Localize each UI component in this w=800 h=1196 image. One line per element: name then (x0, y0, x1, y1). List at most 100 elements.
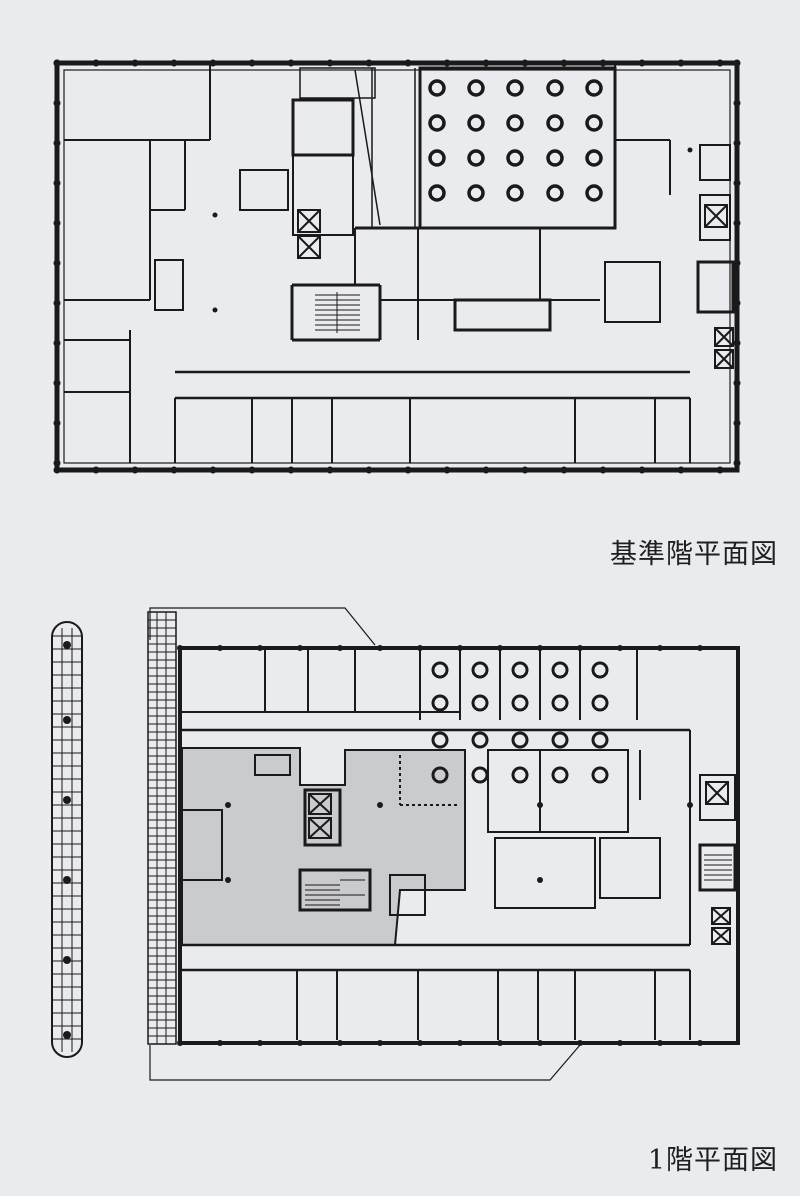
column-icon (677, 59, 685, 67)
column-icon (177, 645, 183, 651)
column-icon (733, 219, 741, 227)
round-table-icon (591, 661, 609, 679)
typical-south-offices (174, 398, 691, 463)
column-icon (170, 466, 178, 474)
round-table-icon (585, 79, 603, 97)
elevation-grid (52, 628, 82, 1052)
column-icon (733, 339, 741, 347)
column-icon (697, 1040, 703, 1046)
column-icon (733, 419, 741, 427)
round-table-icon (511, 731, 529, 749)
ground-east-rooms (487, 730, 737, 945)
typical-interior-columns (212, 147, 693, 313)
column-icon (443, 466, 451, 474)
column-icon (63, 876, 71, 884)
column-icon (326, 59, 334, 67)
column-icon (657, 1040, 663, 1046)
column-icon (482, 59, 490, 67)
column-icon (337, 645, 343, 651)
column-icon (326, 466, 334, 474)
round-table-icon (471, 661, 489, 679)
column-icon (297, 1040, 303, 1046)
column-icon (297, 645, 303, 651)
round-table-icon (467, 114, 485, 132)
round-table-icon (428, 79, 446, 97)
round-table-icon (428, 149, 446, 167)
column-icon (287, 466, 295, 474)
round-table-icon (511, 661, 529, 679)
column-icon (337, 1040, 343, 1046)
column-icon (217, 645, 223, 651)
typical-stair (315, 292, 360, 333)
column-icon (457, 1040, 463, 1046)
column-icon (537, 1040, 543, 1046)
column-icon (599, 466, 607, 474)
typical-banquet-hall (355, 66, 617, 230)
column-icon (377, 1040, 383, 1046)
ground-facade-columns (177, 645, 703, 1046)
round-table-icon (506, 184, 524, 202)
typical-floor-plan (53, 59, 741, 474)
column-icon (53, 99, 61, 107)
column-icon (733, 59, 741, 67)
round-table-icon (431, 731, 449, 749)
round-table-icon (471, 766, 489, 784)
round-table-icon (428, 114, 446, 132)
column-icon (53, 459, 61, 467)
column-icon (131, 59, 139, 67)
column-icon (716, 466, 724, 474)
column-icon (617, 1040, 623, 1046)
column-icon (617, 645, 623, 651)
ground-entrance-vestibule (181, 809, 223, 881)
round-table-icon (431, 766, 449, 784)
typical-east-wing (604, 63, 735, 369)
column-icon (417, 645, 423, 651)
column-icon (248, 59, 256, 67)
typical-lightwell (299, 67, 416, 228)
round-table-icon (551, 694, 569, 712)
column-icon (577, 645, 583, 651)
round-table-icon (591, 694, 609, 712)
elevation-outline (51, 621, 83, 1058)
column-icon (733, 99, 741, 107)
ground-floor-caption: 1階平面図 (647, 1145, 778, 1176)
round-table-icon (467, 184, 485, 202)
ground-floor-plan (147, 607, 740, 1081)
column-icon (92, 466, 100, 474)
column-icon (63, 1031, 71, 1039)
column-icon (537, 645, 543, 651)
column-icon (170, 59, 178, 67)
column-icon (677, 466, 685, 474)
column-icon (716, 59, 724, 67)
column-icon (131, 466, 139, 474)
column-icon (657, 645, 663, 651)
column-icon (577, 1040, 583, 1046)
round-table-icon (591, 766, 609, 784)
round-table-icon (546, 149, 564, 167)
round-table-icon (506, 79, 524, 97)
column-icon (560, 466, 568, 474)
column-icon (209, 466, 217, 474)
typical-west-rooms (64, 63, 211, 463)
column-icon (217, 1040, 223, 1046)
column-icon (497, 1040, 503, 1046)
round-table-icon (546, 184, 564, 202)
round-table-icon (511, 694, 529, 712)
ground-east-stair (704, 854, 732, 881)
ground-core (254, 754, 460, 916)
round-table-icon (546, 79, 564, 97)
column-icon (733, 299, 741, 307)
ground-round-tables (431, 661, 609, 784)
column-icon (53, 59, 61, 67)
ground-interior-columns (225, 802, 693, 883)
round-table-icon (585, 114, 603, 132)
column-icon (248, 466, 256, 474)
column-icon (404, 59, 412, 67)
round-table-icon (551, 766, 569, 784)
typical-inner-facade (63, 69, 731, 464)
typical-floor-caption: 基準階平面図 (610, 539, 778, 570)
column-icon (53, 466, 61, 474)
round-table-icon (431, 694, 449, 712)
round-table-icon (506, 114, 524, 132)
